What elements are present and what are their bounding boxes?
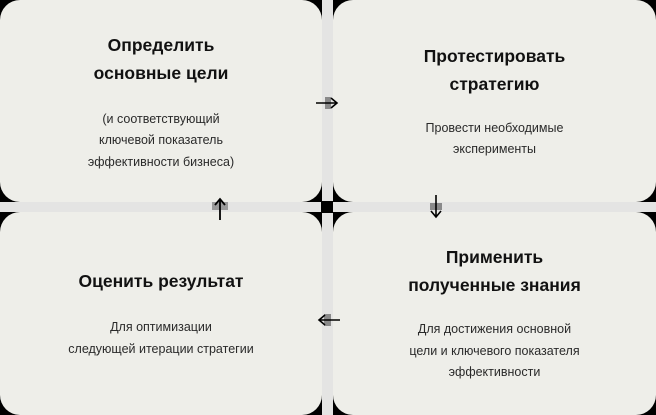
step-card-define-goals: Определить основные цели (и соответствую… — [0, 0, 322, 202]
step-card-apply-knowledge: Применить полученные знания Для достижен… — [333, 212, 656, 415]
arrow-up-icon — [208, 196, 232, 220]
step-description: Для достижения основной цели и ключевого… — [409, 322, 580, 380]
arrow-right-icon — [316, 91, 340, 115]
step-title: Определить основные цели — [93, 34, 229, 83]
arrow-left-icon — [316, 308, 340, 332]
arrow-down-icon — [424, 195, 448, 219]
step-description: Для оптимизации следующей итерации страт… — [68, 320, 254, 356]
step-title: Оценить результат — [78, 271, 244, 291]
step-description: (и соответствующий ключевой показатель э… — [87, 111, 235, 169]
step-description: Провести необходимые эксперименты — [425, 120, 564, 157]
center-junction — [321, 201, 333, 213]
step-title: Применить полученные знания — [408, 247, 581, 296]
step-card-test-strategy: Протестировать стратегию Провести необхо… — [333, 0, 656, 202]
step-title: Протестировать стратегию — [423, 45, 566, 94]
step-card-evaluate-result: Оценить результат Для оптимизации следую… — [0, 212, 322, 415]
